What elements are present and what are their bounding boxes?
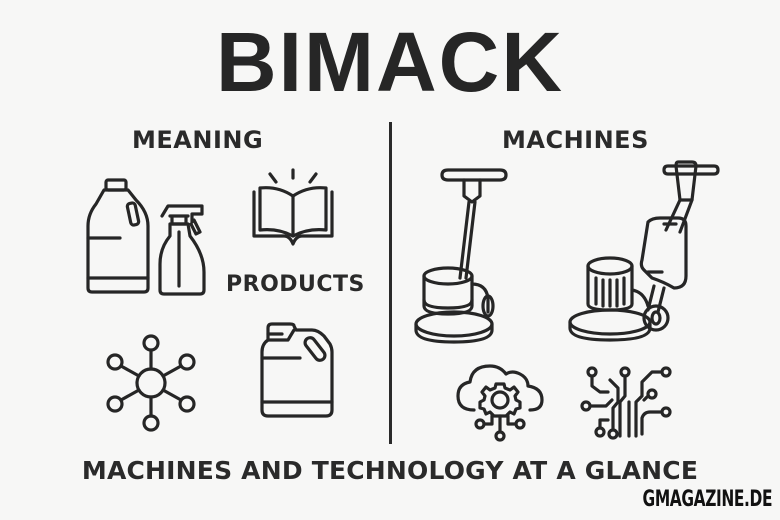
section-heading-machines: MACHINES [502, 126, 649, 154]
tagline: MACHINES AND TECHNOLOGY AT A GLANCE [81, 456, 699, 485]
brand-watermark: GMAGAZINE.DE [642, 487, 772, 512]
open-book-icon [252, 168, 334, 246]
section-heading-meaning: MEANING [132, 126, 264, 154]
page-title: BIMACK [216, 15, 564, 109]
scrubber-dryer-machine-icon [568, 160, 720, 342]
detergent-jug-icon [86, 178, 150, 294]
single-disc-floor-machine-icon [414, 168, 508, 344]
vertical-divider [389, 122, 392, 444]
jerrycan-icon [260, 322, 334, 418]
cloud-gear-icon [456, 364, 544, 442]
products-label: PRODUCTS [226, 272, 365, 297]
circuit-icon [580, 366, 672, 440]
network-hub-icon [106, 334, 196, 432]
spray-bottle-icon [158, 204, 206, 296]
